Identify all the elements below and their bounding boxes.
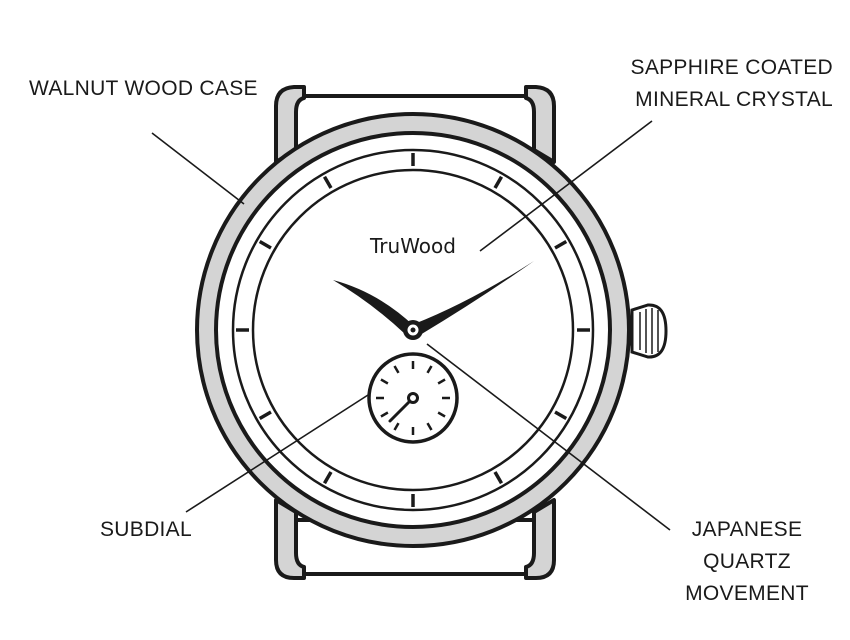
crown-knob xyxy=(630,303,668,359)
hour-marker xyxy=(493,175,504,189)
subdial xyxy=(367,352,459,444)
subdial-tick xyxy=(380,378,389,385)
lug-bottom-right xyxy=(524,498,556,580)
hour-marker xyxy=(322,471,333,485)
hour-marker xyxy=(554,410,568,421)
subdial-tick xyxy=(426,365,433,374)
lug-top-right xyxy=(524,85,556,164)
hour-markers xyxy=(236,153,590,507)
label-subdial: SUBDIAL xyxy=(100,518,192,541)
label-movement-line2: QUARTZ xyxy=(703,550,791,573)
label-crystal-line1: SAPPHIRE COATED xyxy=(631,56,833,79)
subdial-tick xyxy=(426,422,433,431)
hour-marker xyxy=(258,239,272,250)
hour-marker xyxy=(322,175,333,189)
lug-bottom-left xyxy=(274,498,306,580)
callout-labels: WALNUT WOOD CASE SAPPHIRE COATED MINERAL… xyxy=(29,56,833,605)
hour-hand xyxy=(333,280,414,334)
leader-movement xyxy=(426,343,671,531)
subdial-tick xyxy=(437,378,446,385)
subdial-tick xyxy=(437,411,446,418)
leader-walnut-case xyxy=(151,132,245,205)
lug-top-left xyxy=(274,85,306,164)
subdial-pin xyxy=(407,392,419,404)
subdial-tick xyxy=(380,411,389,418)
subdial-ticks xyxy=(376,361,450,435)
center-pin-core xyxy=(410,327,416,333)
minute-hand xyxy=(414,261,534,335)
subdial-tick xyxy=(393,422,400,431)
leader-subdial xyxy=(185,394,369,513)
label-movement-line3: MOVEMENT xyxy=(685,582,809,605)
hour-marker xyxy=(258,410,272,421)
label-walnut-case: WALNUT WOOD CASE xyxy=(29,77,258,100)
brand-logo: TruWood xyxy=(369,234,456,258)
watch-hands xyxy=(333,261,534,340)
hour-marker xyxy=(493,471,504,485)
label-movement-line1: JAPANESE xyxy=(692,518,803,541)
callout-lines xyxy=(151,120,671,531)
hour-marker xyxy=(554,239,568,250)
crown xyxy=(620,303,668,359)
label-crystal-line2: MINERAL CRYSTAL xyxy=(635,88,833,111)
subdial-tick xyxy=(393,365,400,374)
leader-crystal xyxy=(479,120,653,252)
